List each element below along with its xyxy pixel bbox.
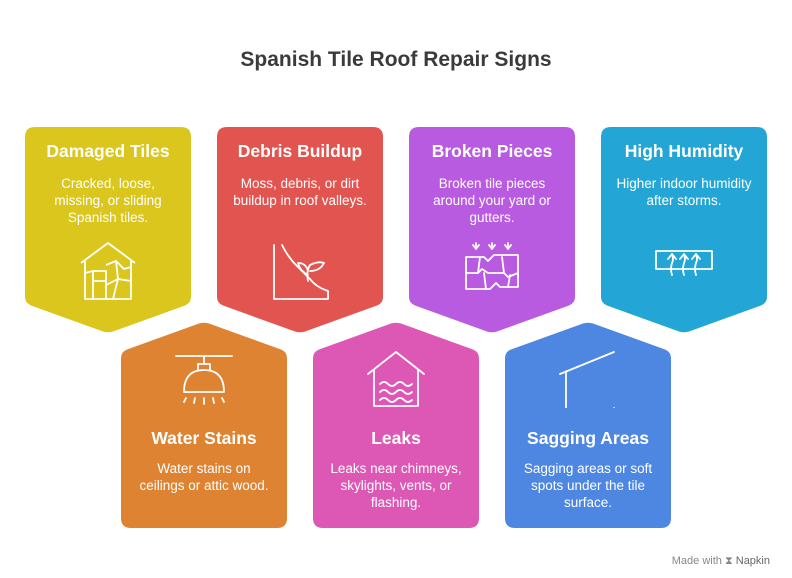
card-heading: Damaged Tiles <box>46 141 170 161</box>
card-description: Leaks near chimneys, skylights, vents, o… <box>330 461 462 510</box>
card-heading: Water Stains <box>151 428 257 448</box>
card-leaks: Leaks Leaks near chimneys, skylights, ve… <box>313 322 479 528</box>
card-high-humidity: High Humidity Higher indoor humidity aft… <box>601 127 767 333</box>
footer-brand: Napkin <box>735 555 770 567</box>
shower-icon <box>175 355 233 405</box>
card-heading: Broken Pieces <box>431 141 553 161</box>
napkin-logo-icon: ⧗ <box>724 555 733 567</box>
house-water-icon <box>367 351 425 407</box>
card-heading: Debris Buildup <box>237 141 363 161</box>
plant-slope-icon <box>273 244 329 300</box>
card-shape <box>217 127 383 333</box>
card-debris-buildup: Debris Buildup Moss, debris, or dirt bui… <box>217 127 383 333</box>
card-shape <box>313 322 479 528</box>
house-grid-icon <box>80 242 136 300</box>
card-water-stains: Water Stains Water stains on ceilings or… <box>121 322 287 528</box>
sagging-roof-icon <box>559 351 615 408</box>
card-shape <box>409 127 575 333</box>
card-description: Moss, debris, or dirt buildup in roof va… <box>233 176 367 208</box>
card-broken-pieces: Broken Pieces Broken tile pieces around … <box>409 127 575 333</box>
card-heading: Sagging Areas <box>527 428 649 448</box>
page-title: Spanish Tile Roof Repair Signs <box>240 48 552 71</box>
footer-made-with: Made with <box>671 555 722 567</box>
card-shape <box>601 127 767 333</box>
card-description: Water stains on ceilings or attic wood. <box>139 461 269 493</box>
card-heading: Leaks <box>371 428 421 448</box>
card-shape <box>25 127 191 333</box>
footer-attribution: Made with ⧗ Napkin <box>672 555 770 568</box>
card-description: Cracked, loose, missing, or sliding Span… <box>54 176 162 225</box>
card-sagging-areas: Sagging Areas Sagging areas or soft spot… <box>505 322 671 528</box>
broken-brick-icon <box>465 242 519 290</box>
vent-arrows-icon <box>655 250 713 276</box>
card-shape <box>505 322 671 528</box>
card-shape <box>121 322 287 528</box>
card-heading: High Humidity <box>624 141 744 161</box>
card-damaged-tiles: Damaged Tiles Cracked, loose, missing, o… <box>25 127 191 333</box>
card-description: Broken tile pieces around your yard or g… <box>433 176 551 225</box>
card-description: Higher indoor humidity after storms. <box>616 176 752 208</box>
card-description: Sagging areas or soft spots under the ti… <box>523 461 653 510</box>
